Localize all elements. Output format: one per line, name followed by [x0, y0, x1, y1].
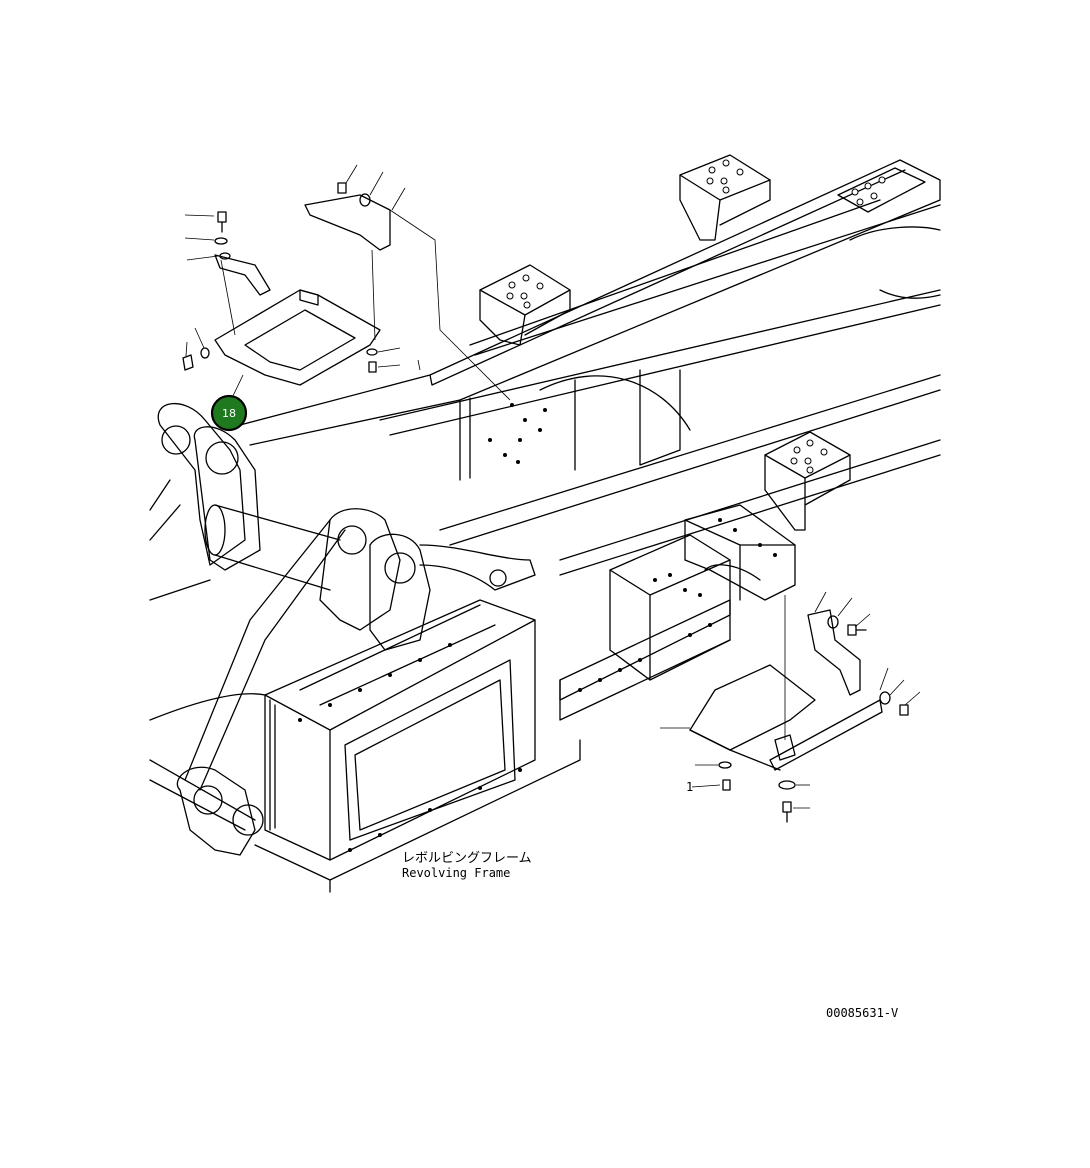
part-ref-mark: 1 [686, 780, 693, 794]
frame-label-english: Revolving Frame [402, 866, 510, 880]
callout-18[interactable]: 18 [210, 394, 248, 432]
callout-18-number: 18 [222, 407, 236, 420]
figure-id: 00085631-V [826, 1006, 898, 1020]
cover-plate-assembly [182, 164, 511, 401]
revolving-frame [149, 154, 941, 893]
under-cover-assembly [660, 591, 921, 823]
frame-label-japanese: レボルビングフレーム [402, 851, 532, 866]
